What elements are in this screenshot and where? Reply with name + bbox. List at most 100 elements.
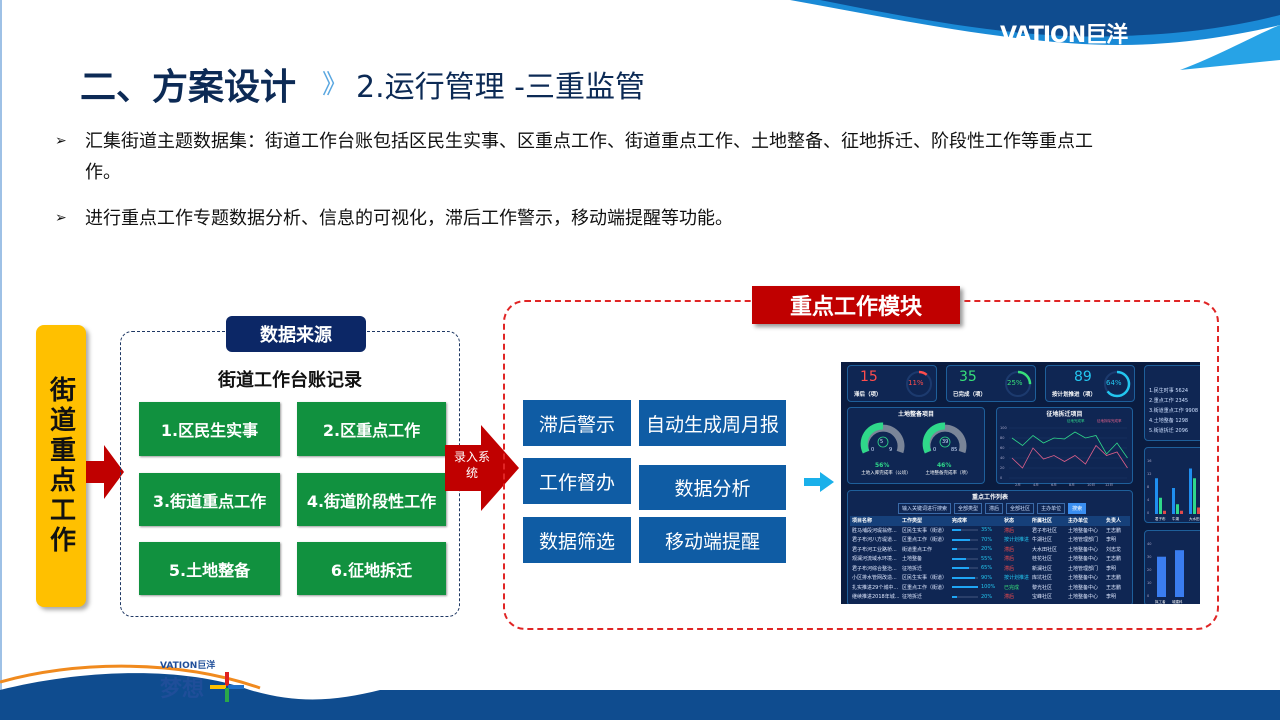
filter-select: 全部类型 [954,503,983,514]
stat-value: 35 [959,369,977,385]
x-tick: 君子布 [1155,516,1166,521]
y-tick: 8 [1147,485,1149,489]
table-cell: 土地整备中心 [1068,575,1099,582]
table-cell: 宝峰社区 [1032,594,1053,601]
gauge-value: 39 [942,439,949,445]
source-item: 1.区民生实事 [139,402,280,456]
y-tick: 80 [1000,436,1004,440]
table-cell: 滞后 [1004,556,1015,563]
x-tick: 2月 [1015,482,1021,486]
y-tick: 40 [1147,542,1151,546]
bar [1163,510,1166,514]
progress-bar [952,548,978,551]
function-supervision: 工作督办 [523,458,631,504]
column-header: 工作类型 [902,518,923,525]
y-tick: 60 [1000,446,1004,450]
data-source-title: 街道工作台账记录 [218,370,362,391]
table-cell: 刘志龙 [1106,546,1122,553]
data-source-label: 数据来源 [226,316,366,352]
function-delay-warning: 滞后警示 [523,400,631,446]
progress-bar [952,557,978,560]
progress-cell: 20% [950,546,1002,552]
input-arrow-icon [445,425,519,511]
filter-select: 主办单位 [1037,503,1066,514]
y-tick: 20 [1000,466,1004,470]
page-title: 二、方案设计 [80,67,297,108]
y-tick: 40 [1000,456,1004,460]
x-tick: 城建科 [1172,599,1183,604]
column-header: 主办单位 [1068,518,1089,525]
bar [1180,510,1183,514]
table-cell: 君子布河综合整治... [852,565,897,572]
progress-cell: 100% [950,584,1002,590]
source-item: 2.区重点工作 [297,402,446,456]
table-header: 项目名称工作类型完成率状态所属社区主办单位负责人 [850,516,1130,526]
summary-item: 5.街道拆迁 2096 [1149,428,1189,434]
line-series [1011,444,1128,469]
progress-cell: 65% [950,565,1002,571]
y-tick: 0 [1147,594,1149,598]
source-item: 5.土地整备 [139,542,280,595]
summary-item: 3.街道重点工作 9908 [1149,408,1199,414]
table-row: 小区排水管网改造...区民生实事（街道）90%按计划推进库坑社区土地整备中心王志… [850,573,1130,583]
table-cell: 按计划推进 [1004,575,1030,582]
gauge-value: 5 [880,439,884,445]
function-data-filter: 数据筛选 [523,517,631,563]
bar [1189,468,1192,514]
table-row: 扎实推进29个城中...区重点工作（街道）100%已完成黎光社区土地整备中心王志… [850,583,1130,593]
gauge-min: 0 [871,447,875,453]
progress-cell: 55% [950,556,1002,562]
table-cell: 新澜社区 [1032,565,1053,572]
table-cell: 土地整备中心 [1068,594,1099,601]
table-cell: 君子布河八方堤道... [852,537,897,544]
progress-ring [1103,370,1131,398]
table-cell: 桂花社区 [1032,556,1053,563]
table-cell: 区民生实事（街道） [902,527,948,534]
table-cell: 李明 [1106,565,1117,572]
arrow-bullet-icon: ➢ [55,210,67,226]
progress-bar [952,567,978,570]
gauge-label: 土地入库完成率（公顷） [861,471,911,476]
table-cell: 小区排水管网改造... [852,575,897,582]
search-button: 搜索 [1068,503,1087,514]
bar [1193,478,1196,514]
table-cell: 黎光社区 [1032,584,1053,591]
table-cell: 土地管理部门 [1068,565,1099,572]
progress-cell: 90% [950,575,1002,581]
gauge-min: 0 [933,447,937,453]
bar [1172,488,1175,514]
stat-value: 89 [1074,369,1092,385]
x-tick: 大水田 [1189,516,1200,521]
table-cell: 滞后 [1004,565,1015,572]
progress-cell: 70% [950,537,1002,543]
table-cell: 土地整备中心 [1068,546,1099,553]
table-cell: 街道重点工作 [902,546,933,553]
y-tick: 20 [1147,568,1151,572]
table-cell: 区重点工作（街道） [902,537,948,544]
summary-item: 4.土地整备 1298 [1149,418,1189,424]
y-tick: 30 [1147,555,1151,559]
gauge-percent: 46% [937,462,952,469]
title-chevron-icon: 》 [322,70,349,100]
progress-bar [952,538,978,541]
x-tick: 牛湖 [1172,516,1180,521]
table-cell: 土地整备 [902,556,923,563]
plus-logo-icon [210,672,245,702]
progress-bar [952,576,978,579]
column-header: 所属社区 [1032,518,1053,525]
table-cell: 征地拆迁 [902,565,923,572]
y-tick: 0 [1000,476,1002,480]
table-row: 君子布河综合整治... 征地拆迁 65%滞后 新澜社区 土地管理部门李明 [850,564,1130,574]
line-series [1011,431,1128,459]
bar [1155,478,1158,514]
table-cell: 按计划推进 [1004,537,1030,544]
stat-label: 已完成（项） [953,392,987,398]
bullet-1: ➢汇集街道主题数据集：街道工作台账包括区民生实事、区重点工作、街道重点工作、土地… [55,126,1115,188]
